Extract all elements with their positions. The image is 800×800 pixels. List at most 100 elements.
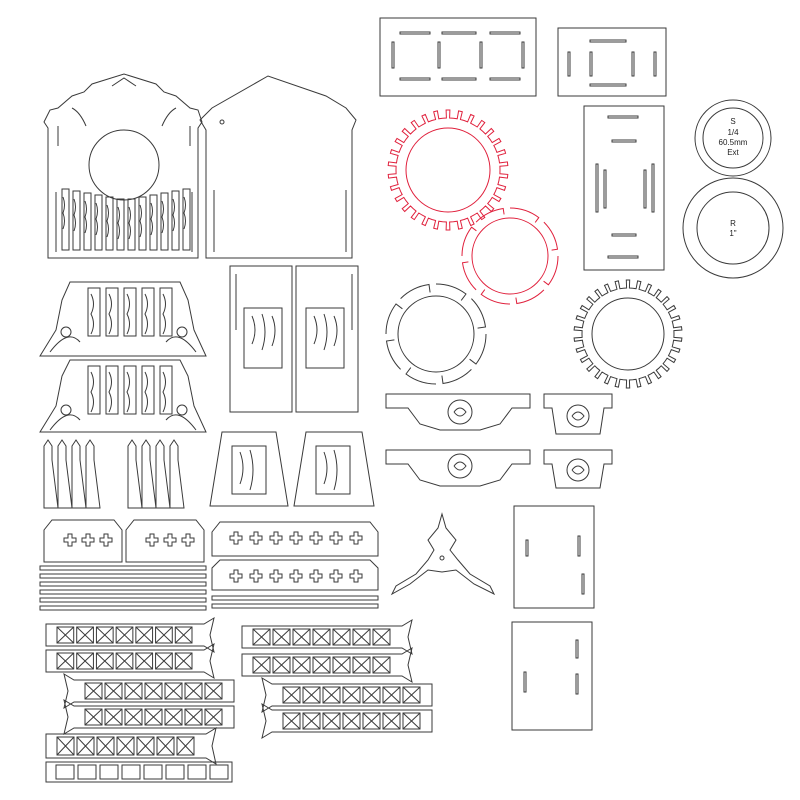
trap-swirl — [108, 371, 112, 413]
beam-outline — [241, 646, 413, 684]
trap-swirl — [144, 371, 148, 413]
slotted-board-bottom — [511, 621, 593, 731]
beam-box — [84, 708, 103, 726]
bracket-wide-2 — [385, 449, 531, 487]
slot-ring-grey — [385, 283, 487, 385]
beam-box — [143, 764, 163, 780]
slot-panel-3 — [583, 105, 665, 271]
beam-x — [352, 628, 371, 646]
beam-x — [204, 682, 223, 700]
beam-box — [292, 656, 311, 674]
beam-x — [312, 656, 331, 674]
cross-hole — [269, 531, 283, 545]
lattice-swirl — [183, 196, 186, 230]
beam-x — [252, 628, 271, 646]
thin-strip — [211, 595, 379, 601]
beam-box — [144, 682, 163, 700]
beam-outline — [45, 616, 215, 654]
beam-box — [76, 626, 94, 644]
disk-bottom-label-1: R — [730, 219, 736, 228]
door-panel-right — [295, 265, 359, 413]
trap-bar — [105, 287, 119, 337]
cross-hole — [349, 531, 363, 545]
finial-ornament — [390, 512, 496, 596]
front-wall-panel — [43, 73, 203, 259]
cross-hole — [249, 531, 263, 545]
beam-x — [342, 712, 361, 730]
slot-panel-2 — [557, 27, 667, 97]
beam-box — [292, 628, 311, 646]
beam-box — [402, 712, 421, 730]
cross-rail-long-1 — [211, 521, 379, 557]
lattice-bar — [105, 196, 114, 251]
trap-dot — [60, 326, 72, 338]
beam-box — [76, 652, 94, 670]
cross-hole — [329, 569, 343, 583]
beam-x — [322, 686, 341, 704]
beam-box — [135, 652, 154, 670]
beam-x — [292, 628, 311, 646]
slot-ring-red — [461, 207, 559, 305]
trap-swirl — [162, 371, 166, 413]
trap-swirl — [90, 293, 94, 335]
beam-x — [342, 686, 361, 704]
tapered-panel-1 — [209, 431, 289, 507]
trap-bar — [123, 287, 137, 337]
beam-box — [144, 708, 163, 726]
beam-box — [382, 712, 401, 730]
cross-hole — [329, 531, 343, 545]
thin-strip — [39, 573, 207, 579]
disk-top-label-4: Ext — [727, 148, 739, 157]
beam-x — [104, 682, 123, 700]
beam-box — [402, 686, 421, 704]
lattice-bar — [83, 192, 92, 251]
thin-strip — [39, 581, 207, 587]
bracket-small-1 — [543, 393, 613, 435]
disk-top-label-3: 60.5mm — [719, 138, 748, 147]
beam-x — [84, 682, 103, 700]
beam-box — [342, 686, 361, 704]
beam-x — [292, 656, 311, 674]
beam-x — [174, 652, 193, 670]
trapezoid-panel-bottom — [39, 359, 207, 433]
cross-hole — [229, 569, 243, 583]
trap-dot — [176, 404, 188, 416]
beam-box — [164, 682, 183, 700]
beam-box — [209, 764, 229, 780]
cross-hole — [145, 533, 159, 547]
fin-strip — [57, 439, 73, 509]
gear-ring-red-large — [387, 109, 509, 231]
beam-outline — [261, 676, 433, 714]
trap-swirl — [90, 371, 94, 413]
lattice-beam-6 — [63, 698, 235, 736]
beam-x — [302, 686, 321, 704]
beam-box — [115, 652, 134, 670]
beam-box — [332, 628, 351, 646]
gear-ring-grey — [573, 279, 683, 389]
beam-extra — [45, 761, 233, 783]
beam-x — [322, 712, 341, 730]
thin-strip — [39, 565, 207, 571]
beam-x — [124, 682, 143, 700]
slot-panel-1 — [379, 17, 537, 97]
beam-outline — [45, 642, 215, 680]
beam-x — [362, 686, 381, 704]
cross-hole — [81, 533, 95, 547]
beam-x — [155, 626, 173, 644]
trap-bar — [87, 365, 101, 415]
fin-strip-set-left — [43, 439, 101, 509]
beam-outline — [45, 726, 217, 766]
cross-rail-short-2 — [125, 519, 205, 563]
disk-top-label-1: S — [730, 117, 735, 126]
beam-x — [372, 656, 391, 674]
beam-box — [312, 628, 331, 646]
beam-box — [322, 686, 341, 704]
beam-x — [282, 686, 301, 704]
beam-box — [155, 626, 173, 644]
lattice-bar — [138, 196, 147, 251]
cross-hole — [181, 533, 195, 547]
slotted-board-top — [513, 505, 595, 609]
fin-strip — [127, 439, 143, 509]
beam-x — [282, 712, 301, 730]
